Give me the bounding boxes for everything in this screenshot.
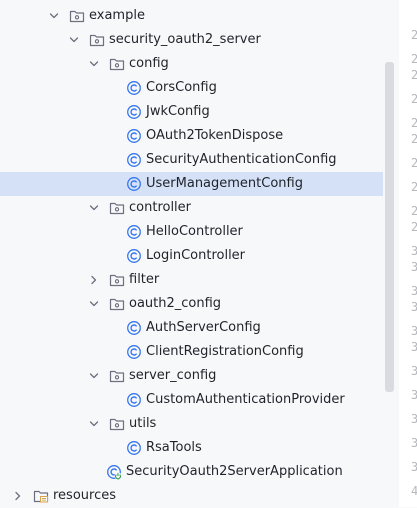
chevron-down-icon[interactable] bbox=[88, 418, 100, 430]
tree-item-label: SecurityAuthenticationConfig bbox=[146, 152, 337, 167]
tree-item-label: SecurityOauth2ServerApplication bbox=[126, 464, 343, 479]
tree-item-label: RsaTools bbox=[146, 440, 202, 455]
line-number: 3 bbox=[411, 260, 417, 274]
tree-item-label: config bbox=[129, 56, 169, 71]
tree-item-label: JwkConfig bbox=[146, 104, 210, 119]
tree-item-label: security_oauth2_server bbox=[109, 32, 261, 47]
line-number: 2 bbox=[411, 116, 417, 130]
tree-item-label: HelloController bbox=[146, 224, 243, 239]
tree-item-label: UserManagementConfig bbox=[146, 176, 303, 191]
tree-item-jwkconfig[interactable]: JwkConfig bbox=[0, 100, 383, 124]
line-number: 2 bbox=[411, 52, 417, 66]
java-class-icon bbox=[126, 80, 142, 96]
line-number: 2 bbox=[411, 180, 417, 194]
resources-folder-icon bbox=[33, 488, 49, 504]
line-number: 2 bbox=[411, 204, 417, 218]
chevron-down-icon[interactable] bbox=[68, 34, 80, 46]
line-number: 3 bbox=[411, 300, 417, 314]
spring-boot-class-icon bbox=[106, 464, 122, 480]
tree-item-securityoauth2serverapplication[interactable]: SecurityOauth2ServerApplication bbox=[0, 460, 383, 484]
tree-item-authserverconfig[interactable]: AuthServerConfig bbox=[0, 316, 383, 340]
tree-item-example[interactable]: example bbox=[0, 4, 383, 28]
tree-item-securityauthenticationconfig[interactable]: SecurityAuthenticationConfig bbox=[0, 148, 383, 172]
tree-item-usermanagementconfig[interactable]: UserManagementConfig bbox=[0, 172, 383, 196]
java-class-icon bbox=[126, 392, 142, 408]
tree-item-filter[interactable]: filter bbox=[0, 268, 383, 292]
tree-item-label: filter bbox=[129, 272, 160, 287]
editor-line-gutter: 2 2 2 2 2 2 2 2 2 2 3 3 3 3 3 3 3 3 3 3 3 4 bbox=[399, 0, 417, 507]
java-class-icon bbox=[126, 344, 142, 360]
tree-item-label: LoginController bbox=[146, 248, 246, 263]
tree-item-label: CustomAuthenticationProvider bbox=[146, 392, 345, 407]
tree-item-label: ClientRegistrationConfig bbox=[146, 344, 304, 359]
line-number: 3 bbox=[411, 324, 417, 338]
tree-item-resources[interactable]: resources bbox=[0, 484, 383, 508]
chevron-down-icon[interactable] bbox=[88, 58, 100, 70]
tree-item-rsatools[interactable]: RsaTools bbox=[0, 436, 383, 460]
tree-item-label: controller bbox=[129, 200, 192, 215]
tree-item-label: resources bbox=[53, 488, 117, 503]
tree-item-security-oauth2-server[interactable]: security_oauth2_server bbox=[0, 28, 383, 52]
chevron-right-icon[interactable] bbox=[12, 490, 24, 502]
tree-item-label: example bbox=[89, 8, 145, 23]
line-number: 2 bbox=[411, 156, 417, 170]
tree-item-label: OAuth2TokenDispose bbox=[146, 128, 284, 143]
tree-item-server-config[interactable]: server_config bbox=[0, 364, 383, 388]
line-number: 2 bbox=[411, 28, 417, 42]
package-folder-icon bbox=[109, 200, 125, 216]
package-folder-icon bbox=[109, 56, 125, 72]
tree-item-oauth2tokendispose[interactable]: OAuth2TokenDispose bbox=[0, 124, 383, 148]
tree-item-label: CorsConfig bbox=[146, 80, 217, 95]
chevron-down-icon[interactable] bbox=[88, 370, 100, 382]
java-class-icon bbox=[126, 104, 142, 120]
package-folder-icon bbox=[109, 368, 125, 384]
tree-item-label: oauth2_config bbox=[129, 296, 222, 311]
line-number: 3 bbox=[411, 412, 417, 426]
java-class-icon bbox=[126, 176, 142, 192]
line-number: 3 bbox=[411, 340, 417, 354]
line-number: 3 bbox=[411, 284, 417, 298]
tree-item-oauth2-config[interactable]: oauth2_config bbox=[0, 292, 383, 316]
chevron-down-icon[interactable] bbox=[88, 298, 100, 310]
line-number: 3 bbox=[411, 364, 417, 378]
java-class-icon bbox=[126, 248, 142, 264]
package-folder-icon bbox=[69, 8, 85, 24]
package-folder-icon bbox=[109, 416, 125, 432]
java-class-icon bbox=[126, 128, 142, 144]
line-number: 3 bbox=[411, 244, 417, 258]
chevron-down-icon[interactable] bbox=[88, 202, 100, 214]
line-number: 2 bbox=[411, 132, 417, 146]
line-number: 3 bbox=[411, 388, 417, 402]
line-number: 2 bbox=[411, 92, 417, 106]
tree-item-hellocontroller[interactable]: HelloController bbox=[0, 220, 383, 244]
tree-item-label: server_config bbox=[129, 368, 217, 383]
chevron-right-icon[interactable] bbox=[88, 274, 100, 286]
java-class-icon bbox=[126, 320, 142, 336]
tree-item-label: AuthServerConfig bbox=[146, 320, 261, 335]
chevron-down-icon[interactable] bbox=[48, 10, 60, 22]
scrollbar-thumb[interactable] bbox=[385, 62, 394, 392]
tree-item-clientregistrationconfig[interactable]: ClientRegistrationConfig bbox=[0, 340, 383, 364]
tree-item-corsconfig[interactable]: CorsConfig bbox=[0, 76, 383, 100]
java-class-icon bbox=[126, 152, 142, 168]
java-class-icon bbox=[126, 440, 142, 456]
line-number: 3 bbox=[411, 436, 417, 450]
line-number: 2 bbox=[411, 220, 417, 234]
tree-item-utils[interactable]: utils bbox=[0, 412, 383, 436]
tree-item-label: utils bbox=[129, 416, 157, 431]
line-number: 4 bbox=[411, 484, 417, 498]
package-folder-icon bbox=[109, 296, 125, 312]
tree-item-logincontroller[interactable]: LoginController bbox=[0, 244, 383, 268]
tree-item-customauthenticationprovider[interactable]: CustomAuthenticationProvider bbox=[0, 388, 383, 412]
line-number: 2 bbox=[411, 68, 417, 82]
line-number: 3 bbox=[411, 460, 417, 474]
package-folder-icon bbox=[109, 272, 125, 288]
tree-item-controller[interactable]: controller bbox=[0, 196, 383, 220]
package-folder-icon bbox=[89, 32, 105, 48]
tree-item-config[interactable]: config bbox=[0, 52, 383, 76]
java-class-icon bbox=[126, 224, 142, 240]
